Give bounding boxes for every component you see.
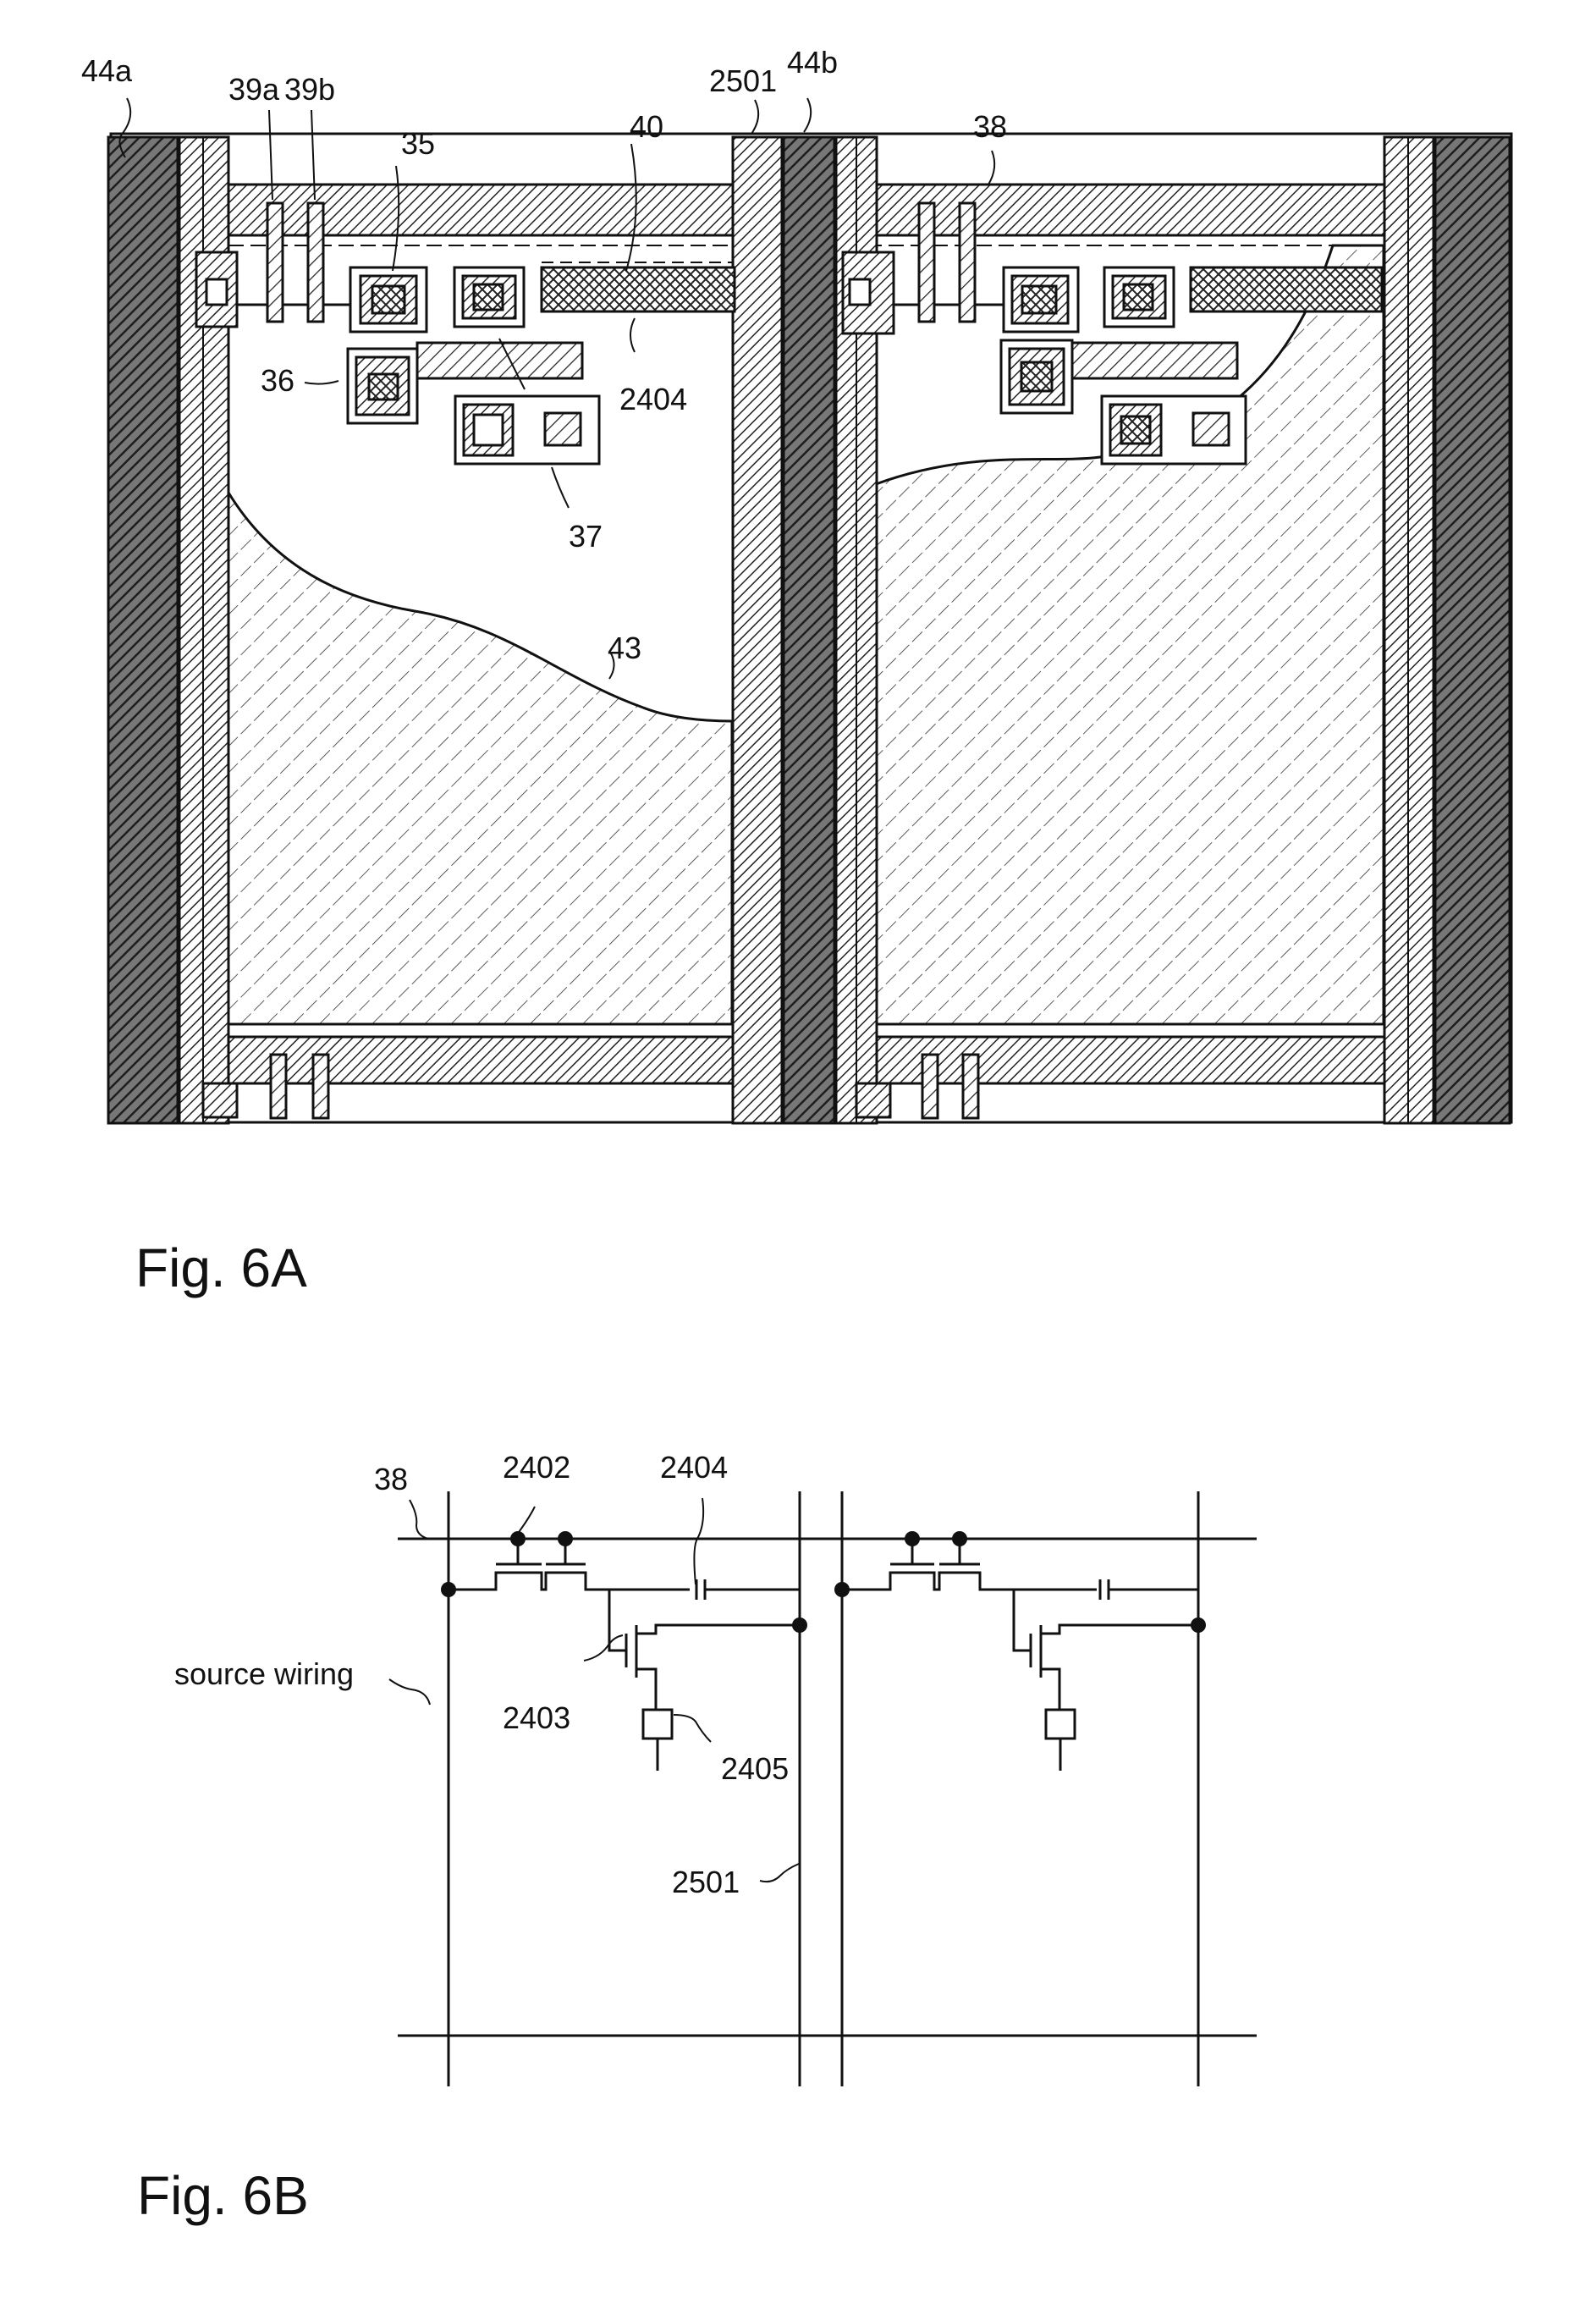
label-38-bottom: 38 bbox=[374, 1462, 408, 1496]
caption-fig-6b: Fig. 6B bbox=[137, 2165, 309, 2226]
label-44b: 44b bbox=[787, 45, 838, 80]
fig-6a-layout: 44a 39a 39b 35 40 2501 44b 38 36 2404 37… bbox=[81, 45, 1511, 1298]
source-line-2501 bbox=[733, 137, 782, 1123]
label-2404-bottom: 2404 bbox=[660, 1450, 728, 1485]
label-39b: 39b bbox=[284, 72, 335, 107]
label-35: 35 bbox=[401, 126, 435, 161]
capacitor-2404 bbox=[696, 1579, 705, 1600]
node-dot bbox=[792, 1617, 807, 1633]
label-37: 37 bbox=[569, 519, 603, 554]
power-line-44b bbox=[784, 137, 834, 1123]
label-2404-top: 2404 bbox=[619, 382, 687, 416]
label-2403: 2403 bbox=[503, 1700, 570, 1735]
node-dot bbox=[1191, 1617, 1206, 1633]
label-2402: 2402 bbox=[503, 1450, 570, 1485]
node-dot bbox=[905, 1531, 920, 1546]
power-line-right bbox=[1435, 137, 1510, 1123]
pixel-circuit-right bbox=[834, 1531, 1206, 1771]
el-layer-left bbox=[228, 493, 732, 1024]
label-2405: 2405 bbox=[721, 1751, 789, 1786]
capacitor-40-left bbox=[542, 267, 735, 311]
label-43: 43 bbox=[608, 631, 641, 665]
label-38-top: 38 bbox=[973, 109, 1007, 144]
pixel-circuit-left bbox=[441, 1531, 807, 1771]
label-2501-top: 2501 bbox=[709, 63, 777, 98]
caption-fig-6a: Fig. 6A bbox=[135, 1237, 307, 1298]
label-39a: 39a bbox=[228, 72, 280, 107]
capacitor-40-right bbox=[1191, 267, 1382, 311]
power-line-44a bbox=[108, 137, 178, 1123]
label-36: 36 bbox=[261, 363, 294, 398]
el-element-2405 bbox=[643, 1710, 672, 1739]
pixel-left-tft bbox=[196, 203, 735, 464]
fig-6b-leader-lines bbox=[389, 1498, 799, 1882]
node-dot bbox=[952, 1531, 967, 1546]
fig-6b-circuit: 38 2402 2404 source wiring 2403 2405 250… bbox=[137, 1450, 1257, 2226]
node-dot bbox=[558, 1531, 573, 1546]
label-44a: 44a bbox=[81, 53, 133, 88]
label-40: 40 bbox=[630, 109, 663, 144]
label-source-wiring: source wiring bbox=[174, 1656, 354, 1691]
label-2501-bottom: 2501 bbox=[672, 1865, 740, 1899]
